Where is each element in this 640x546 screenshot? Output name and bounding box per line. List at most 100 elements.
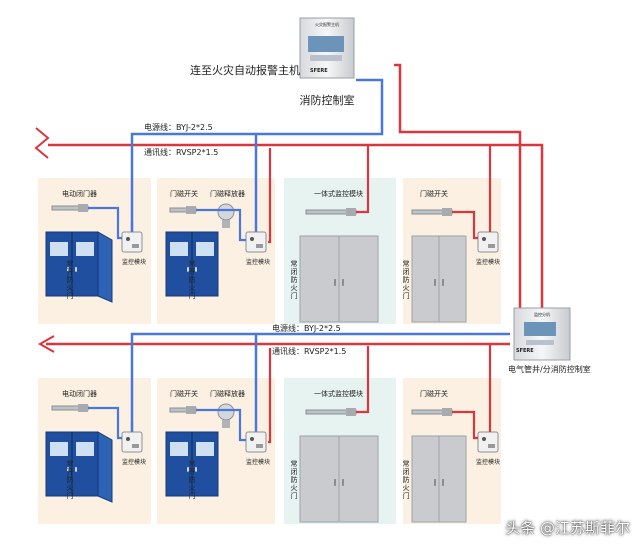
watermark: 头条 @江苏斯菲尔: [505, 519, 630, 537]
top-label-integrated: 一体式监控模块: [314, 189, 363, 198]
top-label-normally-open-2: 常开防火门: [189, 259, 196, 300]
bottom-mag-switch-device-2-end: [186, 406, 196, 414]
main-panel-caption: 消防控制室: [300, 93, 355, 107]
bottom-label-module-4: 监控模块: [476, 458, 500, 466]
bottom-integrated-module-device-end: [346, 408, 356, 416]
top-door-release-device: [217, 203, 235, 228]
bottom-label-normally-closed-4: 常闭防火门: [403, 459, 410, 500]
top-wire-closer: [88, 206, 122, 240]
power-bus-top: [48, 143, 544, 308]
top-monitor-module-1-box: [121, 231, 143, 253]
bottom-monitor-module-4-box: [477, 431, 499, 453]
top-door-blue-2-window-1: [196, 242, 214, 256]
sub-panel-brand: SFERE: [516, 348, 534, 354]
top-monitor-module-4-box: [477, 231, 499, 253]
top-label-door-closer: 电动闭门器: [62, 189, 97, 198]
top-monitor-module-2-terminal: [256, 244, 263, 248]
top-door-release-base: [222, 220, 230, 228]
bottom-monitor-module-1-terminal: [132, 444, 139, 448]
bottom-monitor-module-2-box: [245, 431, 267, 453]
comm-riser-to-main: [130, 78, 384, 240]
main-panel: 火灾报警主机 SFERE 消防控制室 连至火灾自动报警主机: [190, 17, 355, 107]
cable-labels: 电源线：BYJ-2*2.5 通讯线：RVSP2*1.5 电源线：BYJ-2*2.…: [144, 122, 346, 356]
bottom-monitor-module-2-led: [250, 437, 254, 441]
bottom-monitor-module-2-terminal: [256, 444, 263, 448]
bottom-label-magnetic-switch-2: 门磁开关: [170, 389, 198, 398]
bottom-monitor-module-1-led: [126, 437, 130, 441]
main-panel-title: 火灾报警主机: [315, 21, 339, 27]
bottom-wire-closer: [88, 406, 122, 440]
bottom-door-open-window-0: [50, 442, 68, 456]
bottom-wire-integrated: [356, 346, 370, 414]
top-monitor-module-1-led: [126, 237, 130, 241]
bottom-door-grey-4: [411, 435, 467, 523]
top-door-open-window-0: [50, 242, 68, 256]
top-door-release-disc: [217, 203, 235, 221]
bottom-label-door-release: 门磁释放器: [210, 389, 245, 398]
sub-panel-caption: 电气管井/分消防控制室: [508, 364, 591, 374]
bottom-door-release-disc: [217, 403, 235, 421]
bottom-door-open: [45, 431, 113, 503]
bottom-door-release-device: [217, 403, 235, 428]
bottom-label-normally-closed-3: 常闭防火门: [291, 459, 298, 500]
bottom-label-magnetic-switch-4: 门磁开关: [420, 389, 448, 398]
comm-bus-bottom: [130, 332, 510, 440]
top-wire-m2-power: [268, 148, 272, 244]
bottom-monitor-module-1-box: [121, 431, 143, 453]
top-wire-integrated: [356, 146, 370, 214]
sub-panel-title: 监控分机: [534, 311, 550, 317]
bottom-door-open-window-1: [76, 442, 94, 456]
top-monitor-module-4-led: [482, 237, 486, 241]
bottom-monitor-module-4-terminal: [488, 444, 495, 448]
top-label-door-release: 门磁释放器: [210, 189, 245, 198]
sub-panel: 监控分机 SFERE 电气管井/分消防控制室: [508, 307, 591, 374]
bottom-door-grey-3: [299, 435, 379, 523]
top-wire-release: [196, 208, 246, 242]
top-monitor-module-1: [121, 231, 143, 253]
bottom-label-normally-open-1: 常开防火门: [67, 459, 74, 500]
top-monitor-module-4-terminal: [488, 244, 495, 248]
top-door-closer-device-end: [78, 204, 88, 212]
power-cable-label-bottom: 电源线：BYJ-2*2.5: [272, 323, 341, 333]
power-cable-label-top: 电源线：BYJ-2*2.5: [144, 122, 213, 132]
main-panel-link-label: 连至火灾自动报警主机: [190, 63, 300, 77]
top-label-normally-open-1: 常开防火门: [67, 259, 74, 300]
top-door-grey-4: [411, 235, 467, 323]
bottom-label-integrated: 一体式监控模块: [314, 389, 363, 398]
power-riser-to-main: [394, 63, 522, 308]
top-label-module-4: 监控模块: [476, 258, 500, 266]
bottom-wire-m2-power: [268, 348, 272, 444]
bottom-label-module-2: 监控模块: [246, 458, 270, 466]
bottom-mag-switch-device-4-end: [442, 408, 452, 416]
top-label-normally-closed-4: 常闭防火门: [403, 259, 410, 300]
top-door-open: [45, 231, 113, 303]
top-door-grey-3: [299, 235, 379, 323]
bottom-door-blue-2: [165, 431, 219, 497]
top-mag-switch-device-2-end: [186, 206, 196, 214]
bottom-wire-release: [196, 408, 246, 442]
bottom-monitor-module-4: [477, 431, 499, 453]
bottom-label-door-closer: 电动闭门器: [62, 389, 97, 398]
top-door-blue-2: [165, 231, 219, 297]
bottom-label-normally-open-2: 常开防火门: [189, 459, 196, 500]
top-mag-switch-device-4-end: [442, 208, 452, 216]
top-label-magnetic-switch-2: 门磁开关: [170, 189, 198, 198]
main-panel-brand: SFERE: [310, 68, 328, 74]
arrow-bottom: [37, 335, 55, 353]
bottom-monitor-module-1: [121, 431, 143, 453]
bottom-door-blue-2-window-1: [196, 442, 214, 456]
top-monitor-module-2-led: [250, 237, 254, 241]
bottom-monitor-module-2: [245, 431, 267, 453]
arrow-top: [34, 127, 50, 159]
comm-cable-label-top: 通讯线：RVSP2*1.5: [144, 147, 218, 157]
bus-lines: [46, 63, 544, 440]
top-label-module-2: 监控模块: [246, 258, 270, 266]
bottom-wire-mag4: [452, 410, 478, 440]
bottom-door-blue-2-window-0: [170, 442, 188, 456]
top-label-normally-closed-3: 常闭防火门: [291, 259, 298, 300]
top-monitor-module-1-terminal: [132, 244, 139, 248]
top-door-open-open-leaf: [97, 231, 113, 303]
